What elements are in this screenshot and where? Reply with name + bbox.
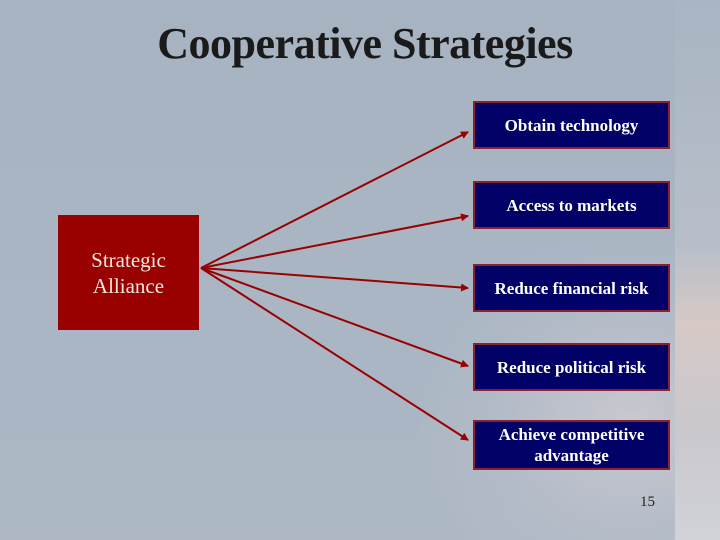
target-label: Access to markets bbox=[506, 195, 637, 215]
page-number: 15 bbox=[640, 494, 655, 510]
strategic-alliance-box: Strategic Alliance bbox=[58, 215, 199, 330]
target-label: Obtain technology bbox=[504, 115, 639, 135]
arrow-to-obtain-technology bbox=[200, 131, 469, 269]
target-box-obtain-technology: Obtain technology bbox=[473, 101, 670, 149]
arrow-to-access-markets bbox=[200, 213, 469, 269]
arrow-to-achieve-advantage bbox=[200, 267, 469, 441]
target-box-reduce-financial-risk: Reduce financial risk bbox=[473, 264, 670, 312]
source-label-line2: Alliance bbox=[92, 273, 165, 298]
target-label: Achieve competitive advantage bbox=[498, 425, 645, 465]
target-box-achieve-advantage: Achieve competitive advantage bbox=[473, 420, 670, 470]
target-box-reduce-political-risk: Reduce political risk bbox=[473, 343, 670, 391]
slide-title: Cooperative Strategies bbox=[157, 19, 573, 68]
target-label: Reduce financial risk bbox=[494, 278, 649, 298]
background-right-strip bbox=[675, 0, 720, 540]
source-label-line1: Strategic bbox=[91, 247, 166, 272]
target-label: Reduce political risk bbox=[496, 357, 647, 377]
arrow-to-reduce-financial-risk bbox=[200, 267, 469, 292]
target-box-access-markets: Access to markets bbox=[473, 181, 670, 229]
arrow-to-reduce-political-risk bbox=[200, 267, 469, 368]
